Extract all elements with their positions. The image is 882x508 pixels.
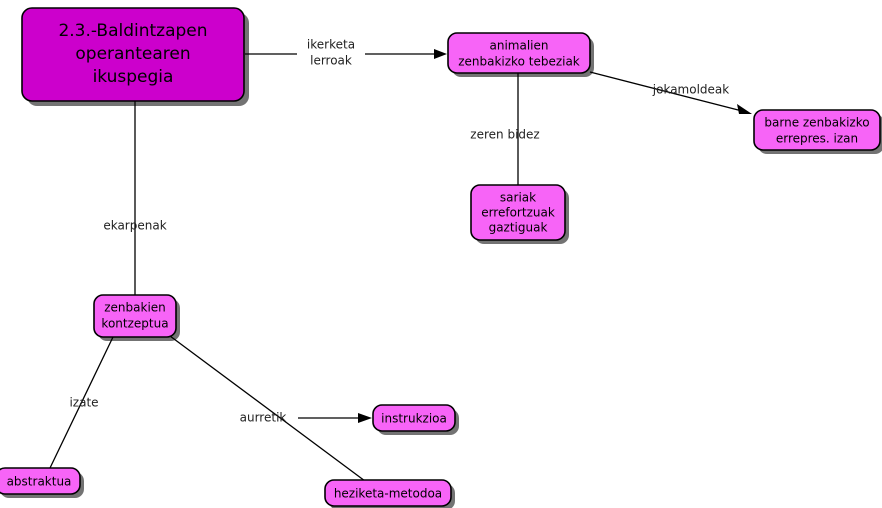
arrowhead-icon — [737, 104, 752, 114]
node-animalien-zenbakizko-tebeziak[interactable]: animalien zenbakizko tebeziak — [447, 32, 594, 77]
edge-label-ikerketa-lerroak-line2: lerroak — [310, 54, 352, 68]
node-background — [372, 404, 456, 432]
node-layer: 2.3.-Baldintzapen operantearen ikuspegia… — [0, 7, 882, 508]
edge-label-ekarpenak: ekarpenak — [103, 219, 166, 233]
node-label-line: errepres. izan — [776, 132, 858, 146]
node-background — [0, 467, 81, 495]
edge-label-izate: izate — [69, 396, 98, 410]
node-root-baldintzapen-operantearen-ikuspegia[interactable]: 2.3.-Baldintzapen operantearen ikuspegia — [21, 7, 249, 106]
node-background — [753, 109, 881, 151]
edge-animalien-to-sariak[interactable]: zeren bidez — [470, 73, 540, 185]
node-sariak-errefortzuak-gaztiguak[interactable]: sariak errefortzuak gaztiguak — [470, 184, 569, 244]
edge-root-to-animalien[interactable]: ikerketa lerroak — [245, 38, 447, 68]
edge-segment — [169, 335, 366, 482]
edge-animalien-to-barne[interactable]: jokamoldeak — [589, 71, 752, 114]
edge-root-to-zenbakien[interactable]: ekarpenak — [103, 101, 167, 295]
node-zenbakien-kontzeptua[interactable]: zenbakien kontzeptua — [93, 294, 180, 341]
node-heziketa-metodoa[interactable]: heziketa-metodoa — [324, 479, 455, 508]
node-label-line: barne zenbakizko — [764, 116, 869, 130]
edge-label-jokamoldeak: jokamoldeak — [652, 83, 729, 97]
node-background — [470, 184, 566, 241]
edge-segment — [49, 336, 114, 469]
edge-segment — [589, 71, 747, 113]
node-label-line: heziketa-metodoa — [334, 487, 442, 501]
node-background — [21, 7, 245, 102]
arrowhead-icon — [358, 413, 372, 423]
node-label-line: gaztiguak — [489, 221, 548, 235]
node-barne-zenbakizko-errepres-izan[interactable]: barne zenbakizko errepres. izan — [753, 109, 882, 154]
node-label-line: instrukzioa — [381, 412, 447, 426]
node-label-line: 2.3.-Baldintzapen — [58, 21, 207, 41]
edge-zenbakien-to-heziketa[interactable]: aurretik — [169, 335, 366, 482]
edge-label-zeren-bidez: zeren bidez — [470, 128, 539, 142]
node-label-line: zenbakizko tebeziak — [458, 55, 580, 69]
edge-label-aurretik: aurretik — [240, 411, 287, 425]
node-label-line: abstraktua — [7, 475, 72, 489]
node-label-line: animalien — [490, 39, 549, 53]
node-background — [447, 32, 591, 74]
node-label-line: kontzeptua — [101, 317, 168, 331]
edge-aurretik-to-instrukzioa[interactable] — [298, 413, 372, 423]
edge-layer: ikerketa lerroak jokamoldeak zeren bidez… — [49, 38, 752, 482]
edge-zenbakien-to-abstraktua[interactable]: izate — [49, 336, 114, 469]
node-label-line: sariak — [500, 191, 536, 205]
arrowhead-icon — [434, 49, 447, 59]
node-abstraktua[interactable]: abstraktua — [0, 467, 84, 498]
node-background — [324, 479, 452, 507]
node-instrukzioa[interactable]: instrukzioa — [372, 404, 459, 435]
node-background — [93, 294, 177, 338]
node-label-line: errefortzuak — [481, 206, 555, 220]
edge-label-ikerketa-lerroak-line1: ikerketa — [307, 38, 355, 52]
node-label-line: zenbakien — [104, 301, 166, 315]
node-label-line: operantearen — [75, 44, 190, 64]
node-label-line: ikuspegia — [93, 67, 174, 87]
